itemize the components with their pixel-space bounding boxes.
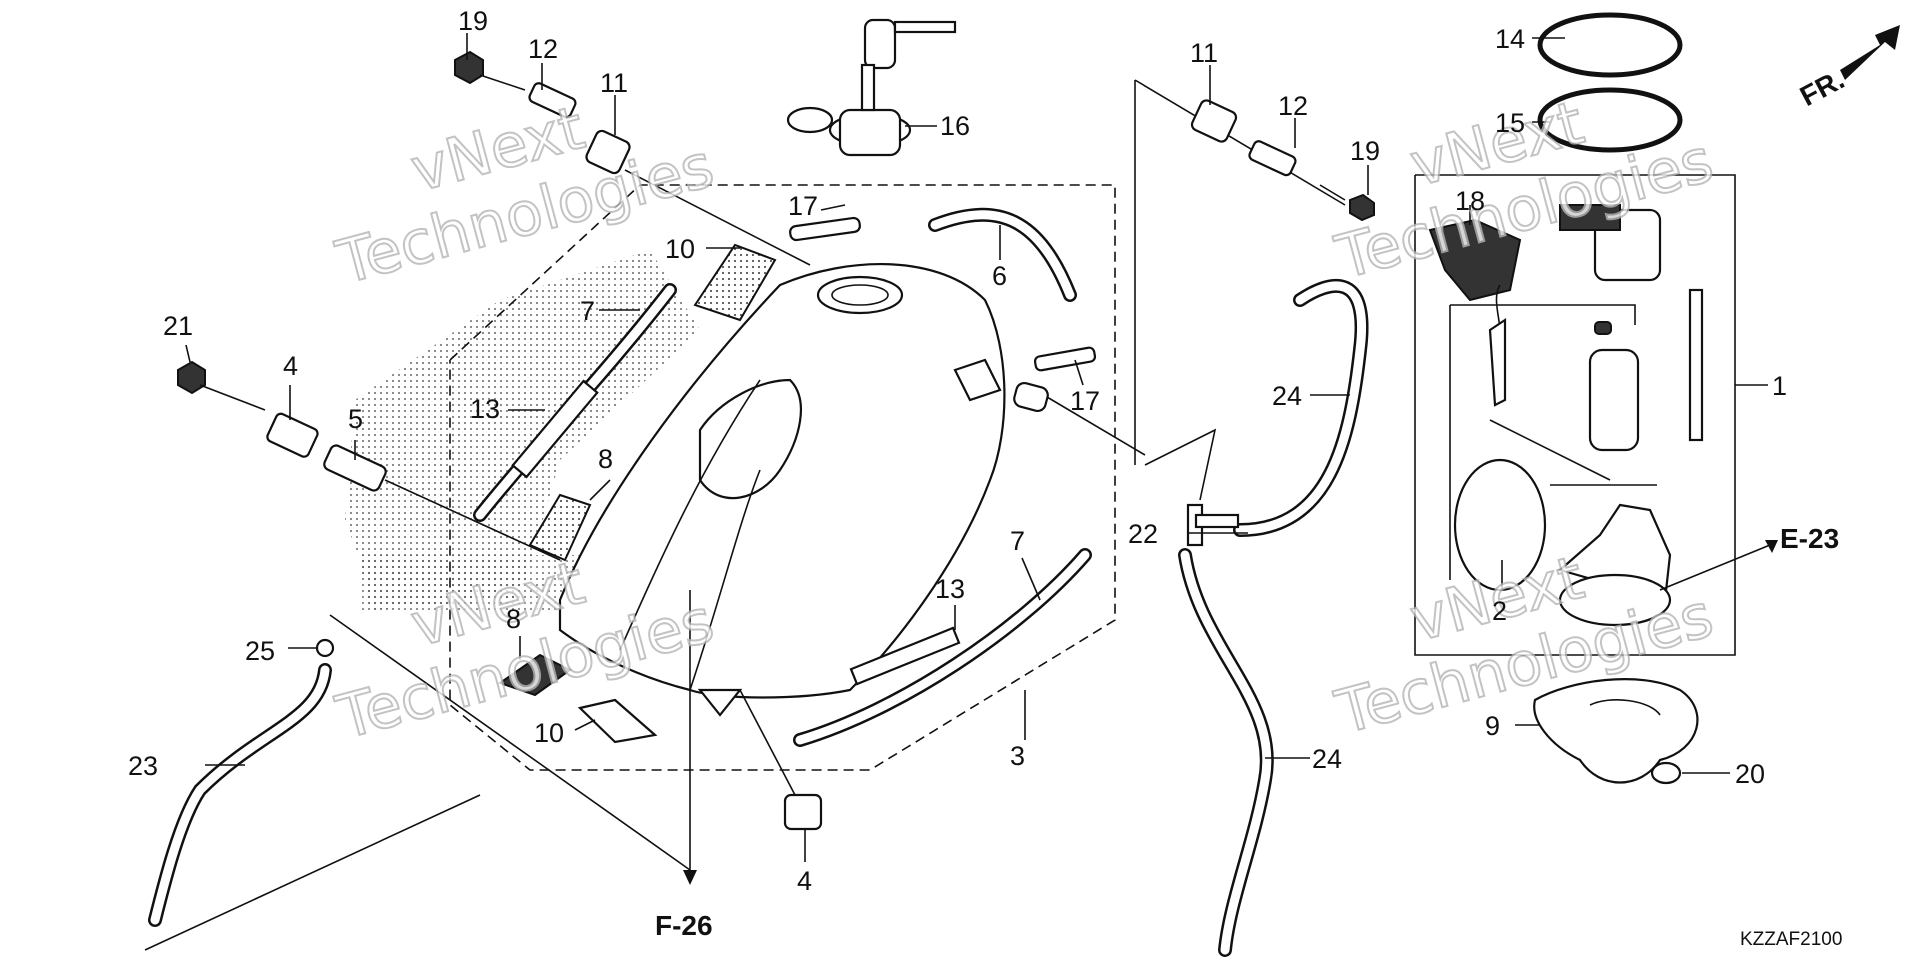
label-12-right: 12	[1278, 91, 1308, 121]
insulator-10-top	[693, 243, 777, 322]
label-9: 9	[1485, 711, 1500, 741]
front-direction-arrow	[1840, 25, 1900, 80]
bolt-19-right	[1319, 184, 1375, 222]
label-25: 25	[245, 636, 275, 666]
leader-lines	[185, 33, 1768, 862]
label-5: 5	[348, 404, 363, 434]
tank-nipple	[1013, 381, 1049, 413]
tee-joint-22	[1186, 503, 1240, 547]
label-23: 23	[128, 751, 158, 781]
bolt-19-left	[454, 50, 526, 91]
o-ring-14	[1537, 12, 1683, 78]
reference-f26: F-26	[655, 910, 713, 941]
mounting-rubber-13-left	[511, 379, 599, 479]
part-labels: 19 12 11 16 17 10 6 17 7 13 8 21 4 5 7 1…	[128, 6, 1787, 896]
label-8-top: 8	[598, 444, 613, 474]
label-2: 2	[1492, 596, 1507, 626]
label-22: 22	[1128, 519, 1158, 549]
label-8-bottom: 8	[506, 604, 521, 634]
label-24-upper: 24	[1272, 381, 1302, 411]
label-10-bottom: 10	[534, 718, 564, 748]
collar-12-left	[528, 82, 577, 119]
label-11-right: 11	[1190, 38, 1218, 68]
insulator-8-bottom	[497, 653, 572, 697]
label-6: 6	[992, 261, 1007, 291]
clip-25	[315, 638, 335, 658]
filler-neck	[816, 275, 904, 315]
label-17-right: 17	[1070, 386, 1100, 416]
grommet-11-right	[1190, 99, 1238, 143]
label-20: 20	[1735, 759, 1765, 789]
nut-20	[1650, 761, 1682, 785]
label-17-top: 17	[788, 191, 818, 221]
fuel-cap	[786, 18, 957, 157]
grommet-4-bottom	[783, 793, 823, 831]
collar-5	[323, 444, 387, 492]
label-4-left: 4	[283, 351, 298, 381]
label-3: 3	[1010, 741, 1025, 771]
label-21: 21	[163, 311, 193, 341]
label-14: 14	[1495, 24, 1525, 54]
seal-ring-15	[1537, 87, 1683, 153]
label-13-right: 13	[935, 574, 965, 604]
bolt-21	[177, 360, 266, 411]
fuel-pump-assembly	[1428, 204, 1704, 627]
insulator-8-top	[528, 493, 592, 562]
setting-plate-9	[1533, 677, 1699, 784]
label-12-left: 12	[528, 34, 558, 64]
label-16: 16	[940, 111, 970, 141]
hose-24-lower	[1178, 548, 1274, 957]
mounting-rubber-13-right	[849, 626, 961, 686]
label-10-top: 10	[665, 234, 695, 264]
label-11-left: 11	[600, 68, 628, 98]
tank-shading	[345, 250, 700, 610]
label-13-left: 13	[470, 394, 500, 424]
label-19-left: 19	[458, 6, 488, 36]
label-19-right: 19	[1350, 136, 1380, 166]
cushion-17-right	[1033, 346, 1097, 372]
label-15: 15	[1495, 108, 1525, 138]
grommet-4-left	[266, 412, 319, 458]
reference-e23: E-23	[1780, 523, 1839, 554]
label-7-right: 7	[1010, 526, 1025, 556]
cushion-17-top	[789, 216, 861, 242]
label-18: 18	[1455, 186, 1485, 216]
hose-23	[148, 663, 332, 927]
fuel-tank	[558, 263, 1049, 717]
label-7-left: 7	[580, 296, 595, 326]
insulator-10-bottom	[577, 698, 658, 744]
watermark-top-left: vNext Technologies	[328, 92, 721, 299]
grommet-11-left	[585, 129, 631, 175]
label-4-bottom: 4	[797, 866, 812, 896]
tank-assembly-frame	[449, 184, 1116, 771]
diagram-code: KZZAF2100	[1740, 929, 1842, 950]
collar-12-right	[1248, 140, 1297, 177]
label-24-lower: 24	[1312, 744, 1342, 774]
label-1: 1	[1772, 371, 1787, 401]
